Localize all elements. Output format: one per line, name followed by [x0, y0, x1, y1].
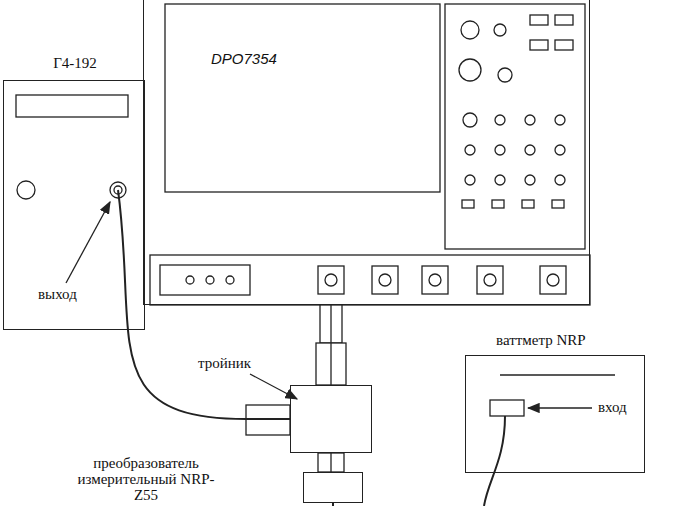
wattmeter-display	[500, 374, 615, 375]
generator-display	[16, 95, 128, 117]
callout-label: вход	[598, 399, 627, 415]
node-label: тройник	[198, 355, 251, 371]
scope-panel	[445, 4, 585, 249]
tee-box: тройник	[290, 385, 372, 453]
callout-label: выход	[38, 286, 77, 302]
oscilloscope-box: DPO7354	[143, 0, 590, 305]
cable	[484, 416, 505, 506]
adapter	[318, 453, 344, 472]
node-label: ваттметр NRP	[496, 332, 586, 348]
cable-connector	[330, 305, 331, 385]
scope-screen	[165, 4, 440, 192]
leader-arrow	[528, 407, 592, 408]
leader-arrow	[66, 202, 110, 283]
input-connector	[490, 400, 524, 416]
node-label: DPO7354	[211, 51, 277, 67]
scope-front	[150, 255, 590, 305]
generator-knob	[17, 181, 35, 199]
node-label: преобразователь измерительный NRP-Z55	[76, 455, 216, 503]
cable-connector	[330, 453, 331, 472]
sensor-box: преобразователь измерительный NRP-Z55	[303, 472, 363, 503]
node-label: Г4-192	[53, 55, 97, 71]
